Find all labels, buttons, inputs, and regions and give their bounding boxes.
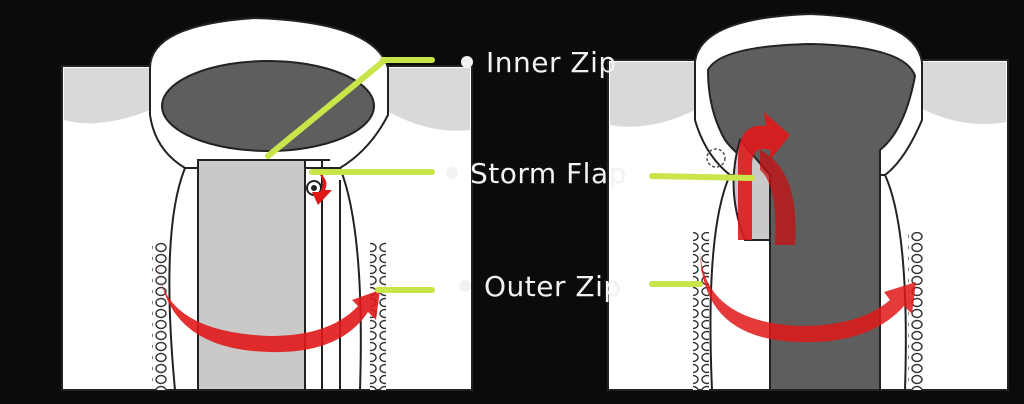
zipper-teeth-icon bbox=[908, 232, 924, 390]
small-curved-arrow-icon bbox=[312, 172, 332, 205]
left-shoulder-right bbox=[385, 68, 470, 131]
vertical-curved-arrow-icon bbox=[738, 112, 790, 240]
storm-flap-label: Storm Flap bbox=[470, 157, 627, 190]
left-jacket-illustration bbox=[61, 16, 473, 391]
inner-zip-label: Inner Zip bbox=[486, 46, 617, 79]
outer-zip-label: Outer Zip bbox=[484, 270, 622, 303]
bullet-dot-icon bbox=[446, 167, 458, 179]
zipper-teeth-icon bbox=[693, 232, 709, 390]
storm-flap-callout: Storm Flap bbox=[309, 157, 755, 190]
zipper-teeth-icon bbox=[152, 242, 168, 390]
inner-zip-callout: Inner Zip bbox=[265, 46, 617, 159]
outer-zip-callout: Outer Zip bbox=[375, 270, 703, 303]
right-shoulder-left bbox=[610, 62, 695, 127]
left-shoulder-left bbox=[64, 68, 150, 124]
zipper-teeth-icon bbox=[370, 242, 386, 390]
curved-arrow-icon bbox=[158, 262, 380, 353]
right-body-outline bbox=[709, 174, 907, 391]
vertical-arrow-body bbox=[760, 150, 796, 245]
left-placket bbox=[197, 159, 306, 391]
left-body-outline bbox=[168, 167, 362, 391]
right-shoulder-right bbox=[920, 62, 1006, 125]
right-jacket-illustration bbox=[607, 12, 1009, 391]
curved-arrow-icon bbox=[700, 252, 916, 343]
bullet-dot-icon bbox=[459, 280, 471, 292]
left-collar-lining bbox=[161, 60, 375, 152]
snap-button-icon bbox=[706, 148, 726, 168]
bullet-dot-icon bbox=[461, 56, 473, 68]
